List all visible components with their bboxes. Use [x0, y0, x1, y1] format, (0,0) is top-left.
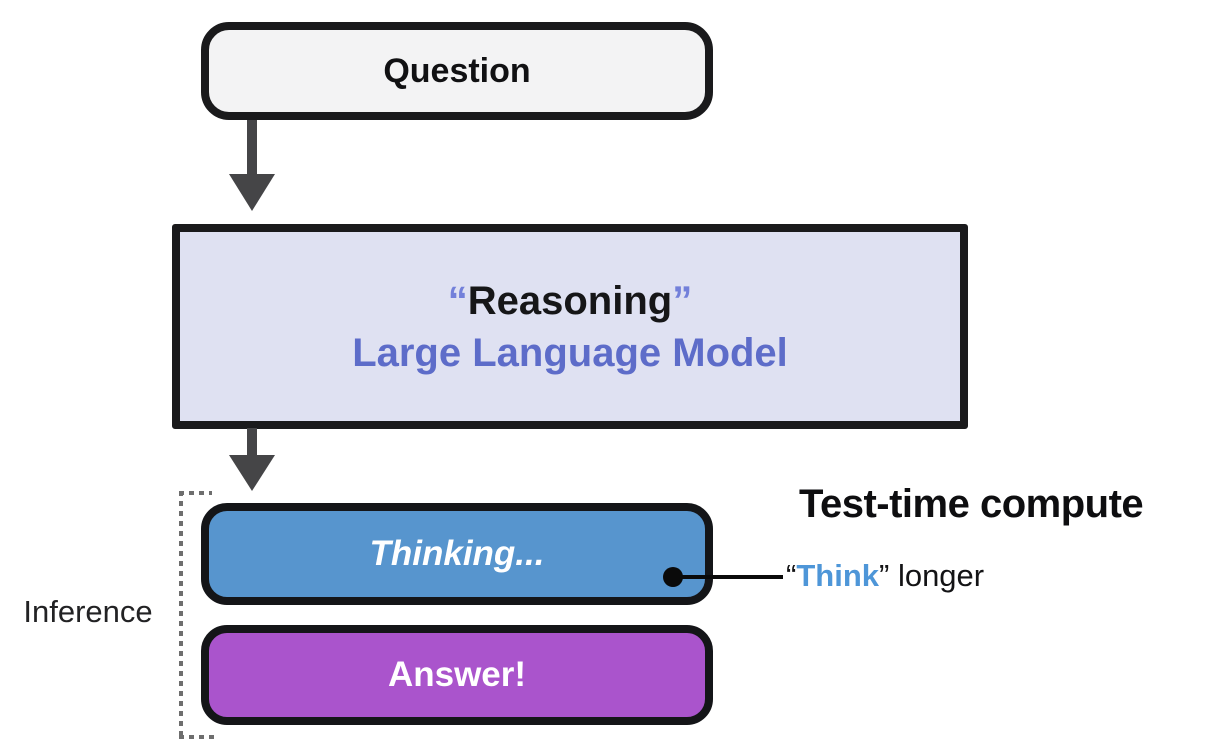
answer-node: Answer! [201, 625, 713, 725]
inference-bracket-bottom-tick [179, 735, 216, 739]
llm-title-text: Reasoning [467, 278, 673, 323]
inference-bracket-top-tick [179, 491, 212, 495]
question-node: Question [201, 22, 713, 120]
thinking-node: Thinking... [201, 503, 713, 605]
callout-connector-dot [663, 567, 683, 587]
reasoning-llm-node: “Reasoning” Large Language Model [172, 224, 968, 429]
longer-word: longer [889, 558, 985, 593]
llm-subtitle: Large Language Model [352, 330, 788, 375]
think-word: Think [796, 558, 879, 593]
answer-label: Answer! [387, 655, 527, 694]
open-quote: “ [786, 558, 797, 593]
question-label: Question [383, 51, 531, 90]
think-longer-annotation: “Think” longer [786, 558, 984, 594]
arrow-head [229, 455, 275, 491]
inference-label: Inference [23, 594, 153, 629]
close-quote: ” [879, 558, 890, 593]
arrow-shaft [247, 428, 257, 457]
open-quote: “ [447, 278, 468, 323]
arrow-head [229, 174, 275, 211]
test-time-compute-heading: Test-time compute [799, 482, 1144, 526]
llm-title: “Reasoning” [448, 275, 692, 327]
thinking-label: Thinking... [369, 534, 545, 573]
close-quote: ” [672, 278, 693, 323]
arrow-down-icon [229, 120, 275, 211]
inference-bracket-vertical [179, 491, 183, 739]
arrow-shaft [247, 120, 257, 175]
arrow-down-icon [229, 428, 275, 492]
callout-connector-line [673, 575, 783, 579]
